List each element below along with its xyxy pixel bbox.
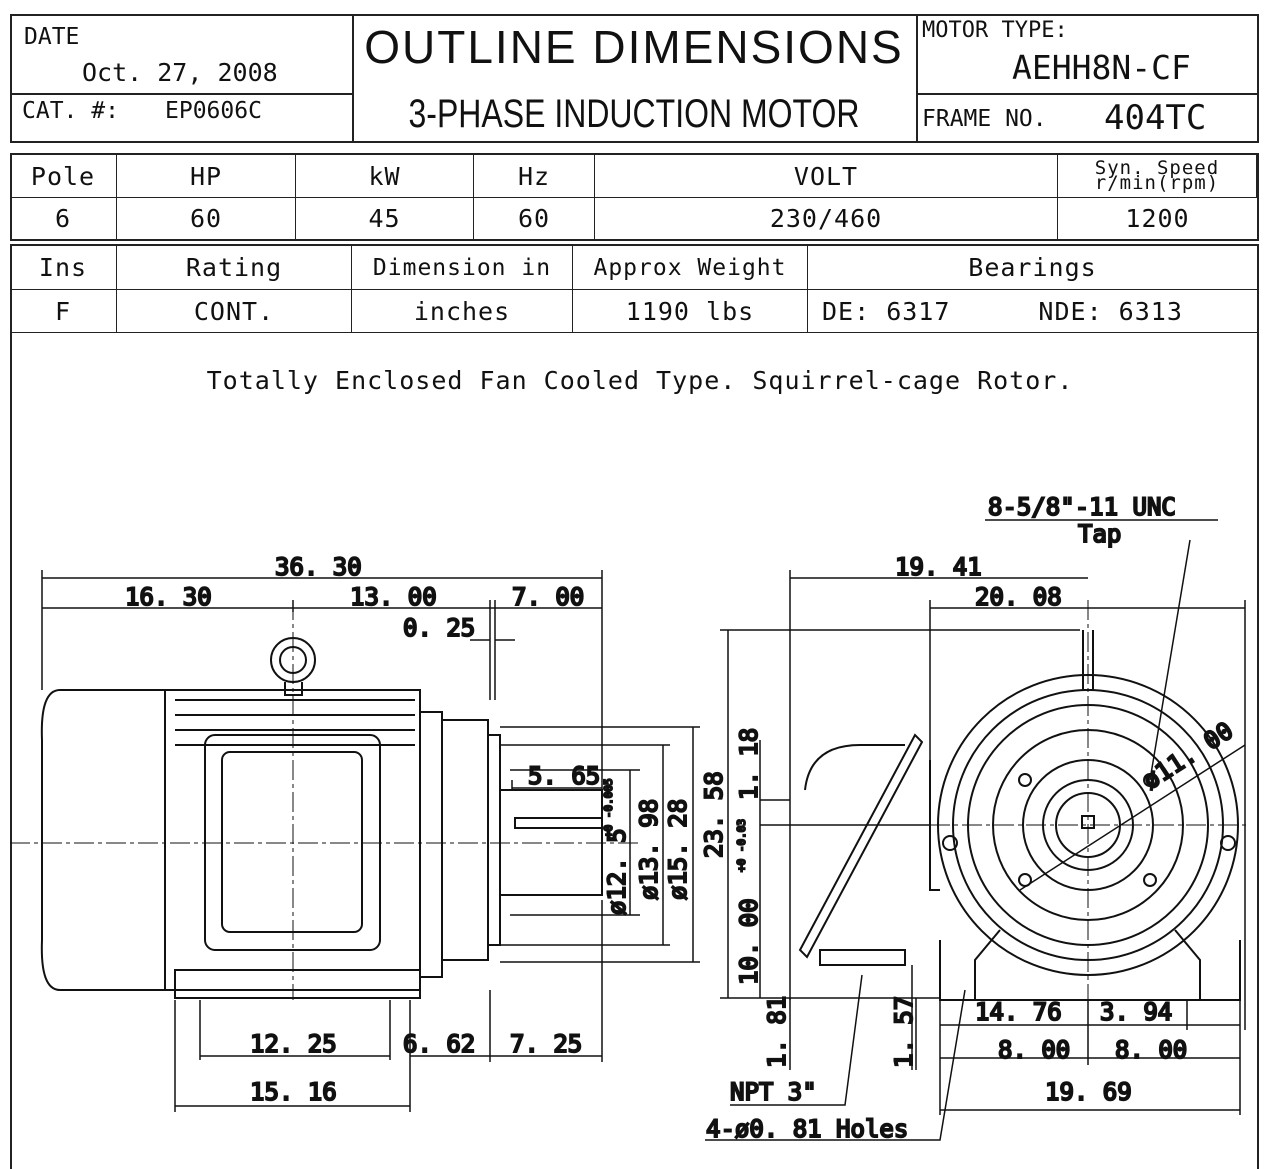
dim-20-08: 20. 08 <box>975 583 1062 611</box>
value-weight: 1190 lbs <box>573 290 808 333</box>
value-syn-speed: 1200 <box>1125 204 1190 233</box>
dim-13-00: 13. 00 <box>350 583 437 611</box>
dim-shaft-dia: ø12. 5 <box>603 828 631 915</box>
header-bearings: Bearings <box>808 246 1257 290</box>
value-hz: 60 <box>474 198 595 239</box>
drawing-frame <box>10 244 1259 1169</box>
dim-19-41: 19. 41 <box>895 553 982 581</box>
dim-6-62: 6. 62 <box>403 1030 475 1058</box>
value-volt: 230/460 <box>595 198 1058 239</box>
npt-label: NPT 3" <box>730 1078 817 1106</box>
dim-12-25: 12. 25 <box>250 1030 337 1058</box>
header-dimension: Dimension in <box>352 246 573 290</box>
dim-5-65: 5. 65 <box>528 762 600 790</box>
dim-tap-label: 8-5/8"-11 UNC <box>988 493 1176 521</box>
motor-description: Totally Enclosed Fan Cooled Type. Squirr… <box>206 366 1074 395</box>
header-volt: VOLT <box>595 155 1058 198</box>
value-hp: 60 <box>117 198 296 239</box>
header-ins: Ins <box>10 246 117 290</box>
dim-shaft-height-tol: +0 -0.03 <box>735 819 748 872</box>
side-view <box>10 600 640 1000</box>
frame-label: FRAME NO. <box>922 106 1047 132</box>
header-hp: HP <box>117 155 296 198</box>
header-pole: Pole <box>10 155 117 198</box>
value-kw: 45 <box>296 198 474 239</box>
dim-19-69: 19. 69 <box>1045 1078 1132 1106</box>
value-bearing-nde: NDE: 6313 <box>1038 296 1183 326</box>
motor-type-value: AEHH8N-CF <box>1012 48 1191 87</box>
dim-1-18: 1. 18 <box>735 728 763 800</box>
holes-label: 4-ø0. 81 Holes <box>706 1115 908 1143</box>
date-value: Oct. 27, 2008 <box>82 58 278 87</box>
value-pole: 6 <box>10 198 117 239</box>
dim-7-25: 7. 25 <box>510 1030 582 1058</box>
dim-8-00-a: 8. 00 <box>998 1036 1070 1064</box>
dim-23-58: 23. 58 <box>700 771 728 858</box>
value-bearing-de: DE: 6317 <box>822 296 951 326</box>
dim-13-98: ø13. 98 <box>635 799 663 900</box>
value-rating: CONT. <box>117 290 352 333</box>
front-view <box>798 600 1250 1020</box>
dim-0-25: 0. 25 <box>403 614 475 642</box>
value-ins: F <box>10 290 117 333</box>
header-rating: Rating <box>117 246 352 290</box>
cat-value: EP0606C <box>165 98 262 124</box>
frame-value: 404TC <box>1104 98 1207 138</box>
dim-tap-label-2: Tap <box>1078 520 1121 548</box>
header-weight: Approx Weight <box>573 246 808 290</box>
motor-type-label: MOTOR TYPE: <box>922 18 1068 43</box>
dim-16-30: 16. 30 <box>125 583 212 611</box>
drawing-subtitle: 3-PHASE INDUCTION MOTOR <box>408 92 860 136</box>
dim-14-76: 14. 76 <box>975 998 1062 1026</box>
dim-15-28: ø15. 28 <box>664 799 692 900</box>
dim-1-81: 1. 81 <box>763 996 791 1068</box>
bearings-row: DE: 6317 NDE: 6313 <box>808 290 1257 333</box>
dim-3-94: 3. 94 <box>1100 998 1172 1026</box>
header-syn-speed: Syn. Speed r/min(rpm) <box>1058 155 1257 198</box>
header-kw: kW <box>296 155 474 198</box>
title-block <box>10 14 1259 143</box>
dim-shaft-tol: +0 -0.005 <box>602 778 615 838</box>
date-label: DATE <box>24 24 80 50</box>
dim-overall-length: 36. 30 <box>275 553 362 581</box>
header-hz: Hz <box>474 155 595 198</box>
dim-1-57: 1. 57 <box>890 996 918 1068</box>
cat-label: CAT. #: <box>22 98 119 124</box>
dim-shaft-height: 10. 00 <box>735 898 763 985</box>
value-dimension-unit: inches <box>352 290 573 333</box>
dim-7-00: 7. 00 <box>512 583 584 611</box>
dim-8-00-b: 8. 00 <box>1115 1036 1187 1064</box>
drawing-title: OUTLINE DIMENSIONS <box>364 21 904 73</box>
dim-15-16: 15. 16 <box>250 1078 337 1106</box>
